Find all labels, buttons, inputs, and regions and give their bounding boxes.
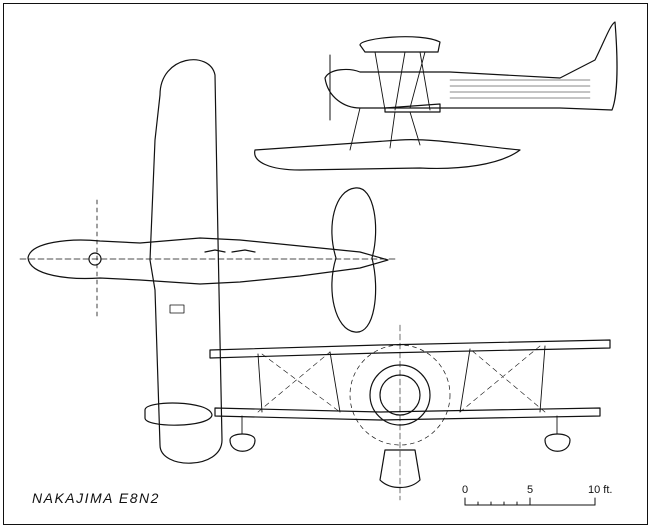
front-view-bracing [257,345,546,413]
side-view-upper-wing [359,36,441,53]
side-view-struts [374,51,431,111]
plan-view-cockpits [204,249,256,253]
drawing-border [3,3,648,525]
side-view-float [254,139,521,171]
scale-label-0: 0 [462,484,469,496]
front-view-left-float [229,433,256,452]
plan-view [19,59,396,464]
plan-view-fuselage [27,237,389,285]
side-view-lower-wing [384,103,441,113]
front-view-right-float [544,433,571,452]
scale-bar [464,497,596,506]
side-view-fuselage-stripes [449,79,591,99]
aircraft-title: NAKAJIMA E8N2 [32,490,160,506]
front-view-main-float [379,449,421,489]
plan-view-float [144,402,213,426]
plan-view-upper-wing [149,59,223,464]
plan-view-tailplane [331,187,377,333]
front-view-upper-wing [209,339,611,359]
front-view-struts [257,345,546,413]
side-view-fuselage [324,21,618,111]
front-view-lower-wing [214,407,601,421]
plan-view-aileron-marker [169,304,185,314]
side-view-float-struts [349,107,421,151]
side-view [254,21,618,171]
plan-view-spinner [88,252,102,266]
scale-label-10: 10 ft. [588,484,613,496]
scale-label-5: 5 [527,484,534,496]
front-view [209,324,611,501]
